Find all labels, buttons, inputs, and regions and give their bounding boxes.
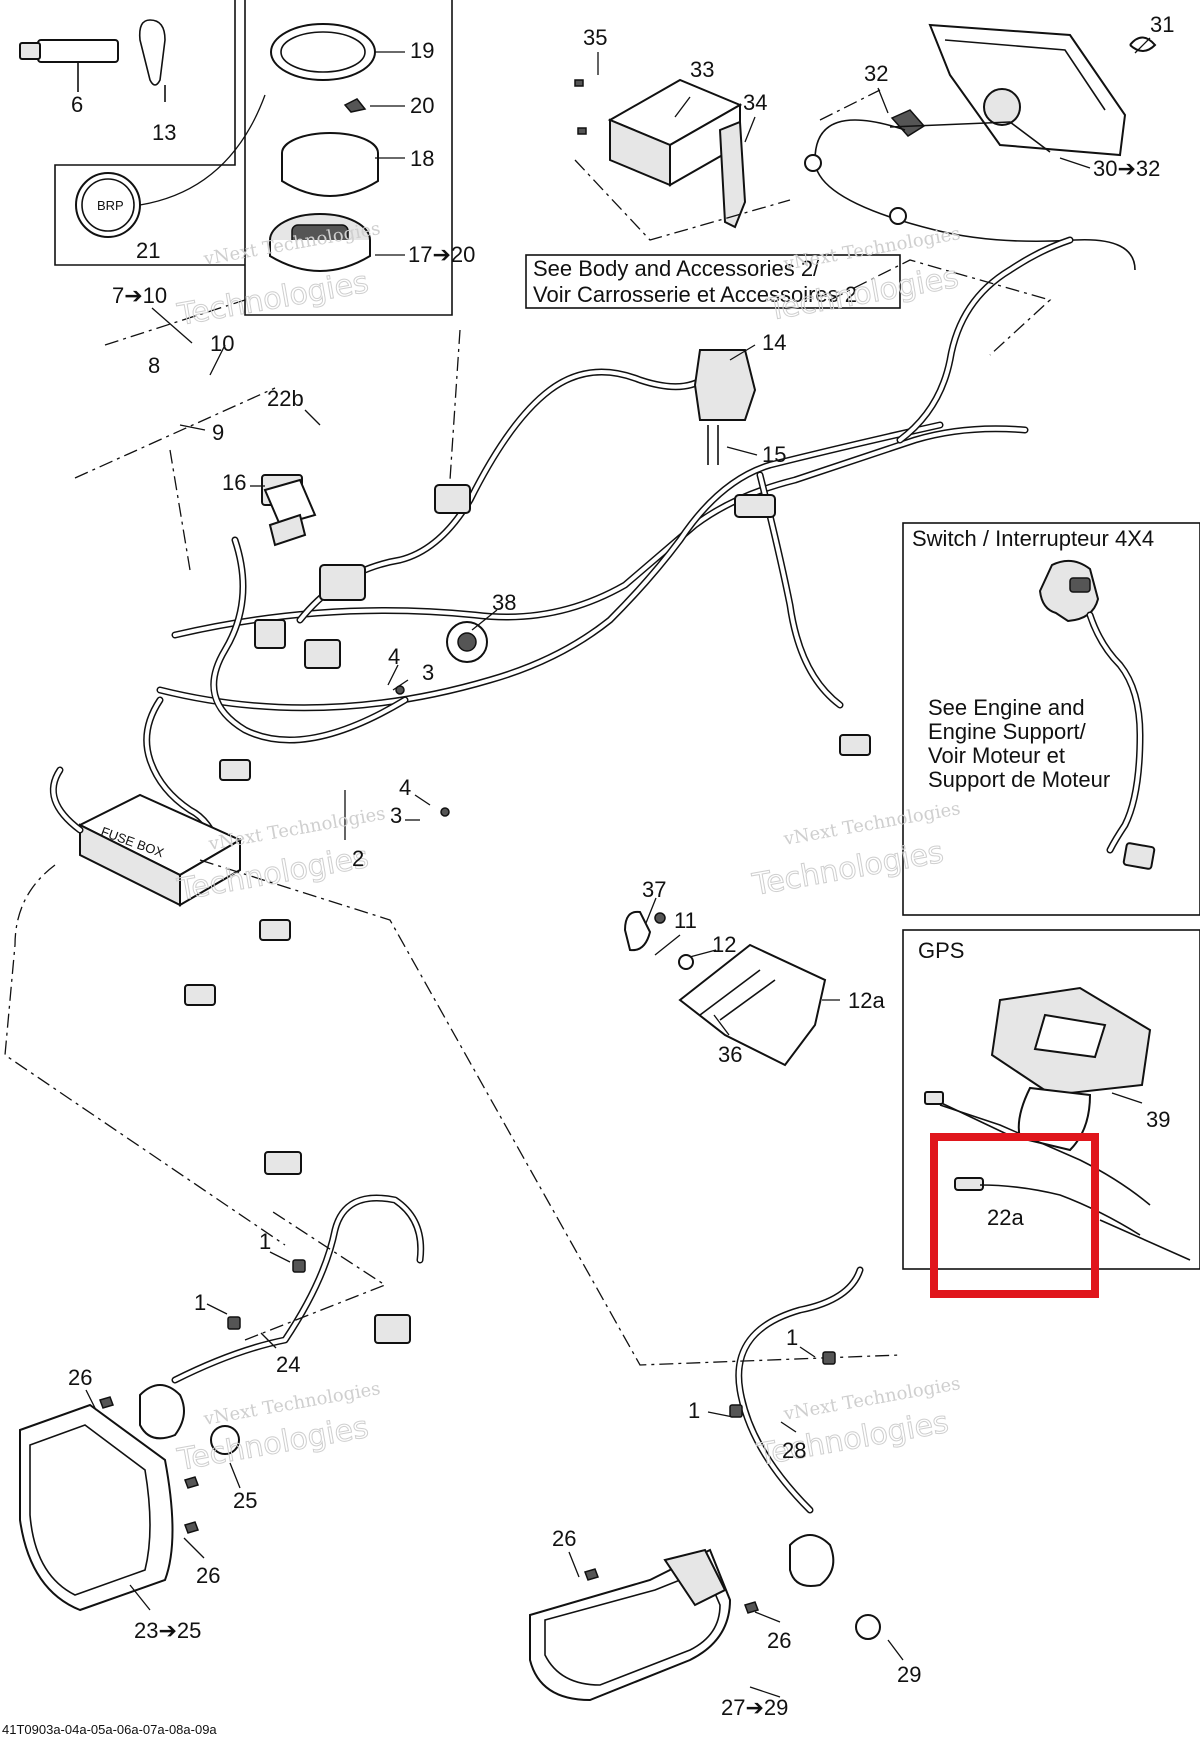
label-22a: 22a [987, 1205, 1024, 1230]
engine-note-line2: Engine Support/ [928, 719, 1087, 744]
label-26b: 26 [196, 1563, 220, 1588]
main-harness [143, 236, 1074, 1175]
body-accessories-note-en: See Body and Accessories 2/ [533, 256, 820, 281]
body-accessories-note-fr: Voir Carrosserie et Accessoires 2 [533, 282, 857, 307]
label-32: 32 [864, 61, 888, 86]
bracket-12a [623, 910, 827, 1067]
gauge-assembly [269, 23, 379, 272]
part-labels: 6 13 21 19 20 18 17➔20 35 33 34 32 31 30… [68, 12, 1174, 1720]
label-leaders [85, 37, 1151, 1698]
label-8: 8 [148, 353, 160, 378]
label-34: 34 [743, 90, 767, 115]
label-12: 12 [712, 932, 736, 957]
headlight-left [19, 1194, 425, 1612]
label-17-20: 17➔20 [408, 242, 475, 267]
label-1c: 1 [786, 1325, 798, 1350]
label-38: 38 [492, 590, 516, 615]
label-21: 21 [136, 238, 160, 263]
fuse-box: FUSE BOX [49, 766, 243, 1006]
engine-note-line4: Support de Moteur [928, 767, 1110, 792]
watermark-1b: Technologies [174, 265, 371, 333]
engine-note-line3: Voir Moteur et [928, 743, 1065, 768]
label-3a: 3 [422, 660, 434, 685]
top-left-inset [54, 0, 453, 316]
label-2: 2 [352, 846, 364, 871]
brp-logo-text: BRP [97, 198, 124, 213]
label-22b: 22b [267, 386, 304, 411]
label-29: 29 [897, 1662, 921, 1687]
grease-tube [19, 39, 119, 92]
fasteners [99, 685, 836, 1614]
display-cluster [804, 23, 1157, 271]
switch-panel-title: Switch / Interrupteur 4X4 [912, 526, 1154, 551]
label-19: 19 [410, 38, 434, 63]
label-1a: 1 [259, 1229, 271, 1254]
label-13: 13 [152, 120, 176, 145]
label-3b: 3 [390, 803, 402, 828]
label-12a: 12a [848, 988, 885, 1013]
document-code: 41T0903a-04a-05a-06a-07a-08a-09a [2, 1722, 217, 1737]
label-11: 11 [674, 908, 697, 933]
label-26c: 26 [552, 1526, 576, 1551]
label-1b: 1 [194, 1290, 206, 1315]
label-20: 20 [410, 93, 434, 118]
label-10: 10 [210, 331, 234, 356]
label-25: 25 [233, 1488, 257, 1513]
label-1d: 1 [688, 1398, 700, 1423]
label-16: 16 [222, 470, 246, 495]
engine-note-line1: See Engine and [928, 695, 1085, 720]
label-24: 24 [276, 1352, 300, 1377]
label-7-10: 7➔10 [112, 283, 167, 308]
label-23-25: 23➔25 [134, 1618, 201, 1643]
label-27-29: 27➔29 [721, 1695, 788, 1720]
module-14 [693, 349, 757, 465]
relay-16 [263, 478, 317, 547]
label-9: 9 [212, 420, 224, 445]
label-39: 39 [1146, 1107, 1170, 1132]
label-15: 15 [762, 442, 786, 467]
label-31: 31 [1150, 12, 1174, 37]
label-35: 35 [583, 25, 607, 50]
label-30-32: 30➔32 [1093, 156, 1160, 181]
headlight-right [529, 1266, 881, 1702]
label-4a: 4 [388, 644, 400, 669]
label-4b: 4 [399, 775, 411, 800]
body-accessories-note: See Body and Accessories 2/ Voir Carross… [525, 254, 901, 309]
label-6: 6 [71, 92, 83, 117]
label-33: 33 [690, 57, 714, 82]
gps-panel-title: GPS [918, 938, 964, 963]
label-26d: 26 [767, 1628, 791, 1653]
label-37: 37 [642, 877, 666, 902]
label-14: 14 [762, 330, 786, 355]
brp-logo-badge: BRP [75, 94, 266, 238]
label-36: 36 [718, 1042, 742, 1067]
cable-tie [138, 19, 166, 102]
switch-4x4-panel: Switch / Interrupteur 4X4 See Engine and… [902, 522, 1200, 916]
label-18: 18 [410, 146, 434, 171]
label-26a: 26 [68, 1365, 92, 1390]
power-socket [446, 621, 488, 663]
control-module [574, 78, 791, 241]
dash-leaders [4, 259, 1052, 1366]
label-28: 28 [782, 1438, 806, 1463]
gps-panel: GPS [902, 929, 1200, 1270]
highlight-box-22a [930, 1133, 1099, 1298]
